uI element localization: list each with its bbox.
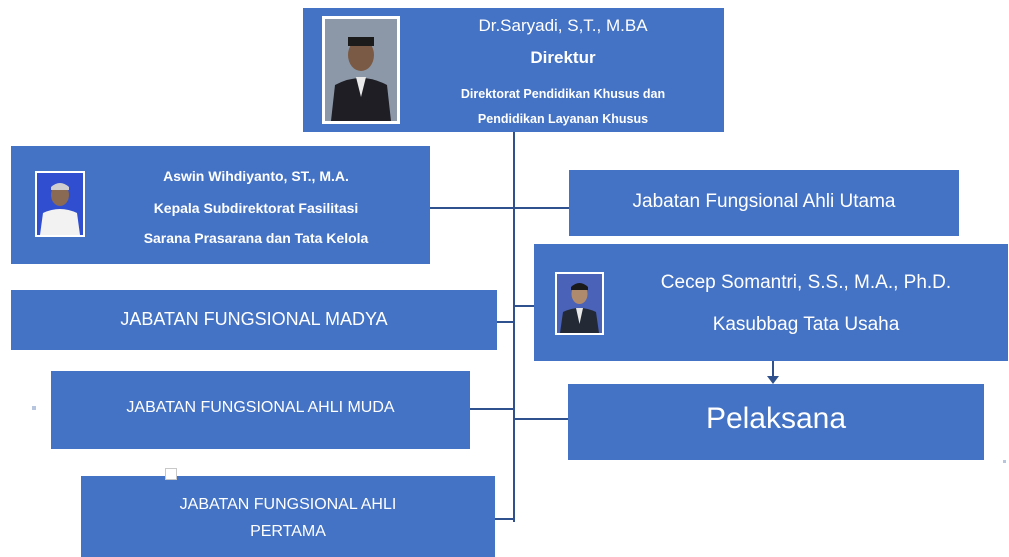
resize-handle <box>165 468 177 480</box>
connector-kasubbag <box>514 305 535 307</box>
fungsional-madya-box: JABATAN FUNGSIONAL MADYA <box>11 290 497 350</box>
trunk-connector <box>513 130 515 522</box>
kasubbag-box: Cecep Somantri, S.S., M.A., Ph.D. Kasubb… <box>534 244 1008 361</box>
director-title: Direktur <box>530 48 596 67</box>
kasubbag-name: Cecep Somantri, S.S., M.A., Ph.D. <box>660 272 952 293</box>
connector-kasubbag-pelaksana <box>772 361 774 381</box>
connector-subdirector <box>430 207 514 209</box>
pelaksana-box: Pelaksana <box>568 384 984 460</box>
director-photo <box>322 16 400 124</box>
subdirector-role-line2: Sarana Prasarana dan Tata Kelola <box>143 230 369 246</box>
fungsional-madya-label: JABATAN FUNGSIONAL MADYA <box>120 309 388 329</box>
stray-dot-right <box>1003 460 1006 463</box>
connector-fungsional-madya <box>497 321 514 323</box>
director-name: Dr.Saryadi, S,T., M.BA <box>478 16 648 35</box>
fungsional-muda-label: JABATAN FUNGSIONAL AHLI MUDA <box>126 399 395 416</box>
fungsional-pertama-line2: PERTAMA <box>250 523 326 540</box>
director-unit-line1: Direktorat Pendidikan Khusus dan <box>460 87 666 101</box>
connector-fungsional-utama <box>514 207 570 209</box>
subdirector-role-line1: Kepala Subdirektorat Fasilitasi <box>153 200 359 216</box>
kasubbag-photo <box>555 272 604 335</box>
director-unit-line2: Pendidikan Layanan Khusus <box>477 112 649 126</box>
fungsional-muda-box: JABATAN FUNGSIONAL AHLI MUDA <box>51 371 470 449</box>
subdirector-photo <box>35 171 85 237</box>
pelaksana-label: Pelaksana <box>705 402 847 435</box>
director-box: Dr.Saryadi, S,T., M.BA Direktur Direktor… <box>303 8 724 132</box>
kasubbag-role: Kasubbag Tata Usaha <box>712 314 900 335</box>
subdirector-box: Aswin Wihdiyanto, ST., M.A. Kepala Subdi… <box>11 146 430 264</box>
connector-fungsional-pertama <box>495 518 514 520</box>
stray-dot-left <box>32 406 36 410</box>
subdirector-name: Aswin Wihdiyanto, ST., M.A. <box>163 168 349 184</box>
arrow-down-icon <box>767 376 779 384</box>
fungsional-utama-label: Jabatan Fungsional Ahli Utama <box>632 191 896 212</box>
fungsional-pertama-box: JABATAN FUNGSIONAL AHLI PERTAMA <box>81 476 495 557</box>
fungsional-utama-box: Jabatan Fungsional Ahli Utama <box>569 170 959 236</box>
connector-fungsional-muda <box>470 408 514 410</box>
fungsional-pertama-line1: JABATAN FUNGSIONAL AHLI <box>179 496 397 513</box>
connector-pelaksana <box>514 418 568 420</box>
